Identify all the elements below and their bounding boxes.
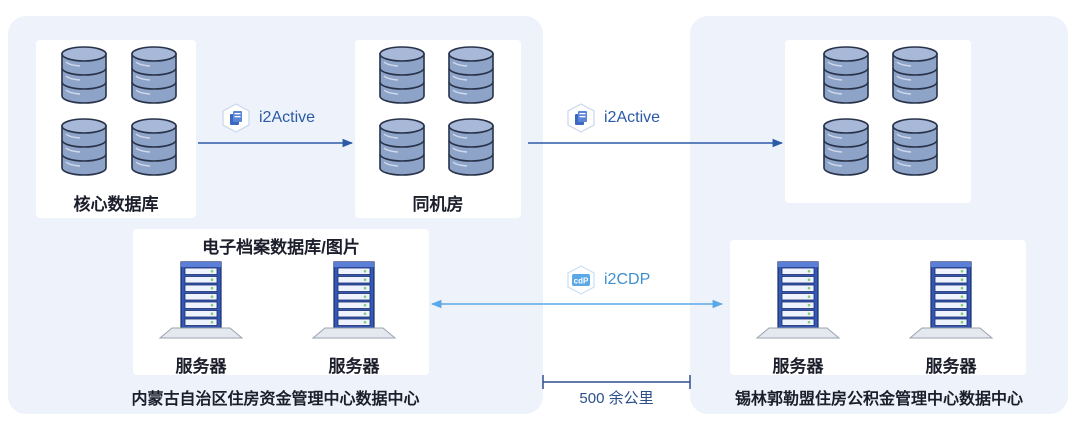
database-icon — [130, 118, 178, 176]
database-icon — [130, 46, 178, 104]
distance-bracket — [542, 375, 691, 389]
i2active-logo-icon — [222, 103, 250, 133]
database-icon — [891, 46, 939, 104]
same-room-to-remote-link-label: i2Active — [566, 103, 660, 133]
archive-label: 电子档案数据库/图片 — [202, 238, 360, 257]
right-region-title: 锡林郭勒盟住房公积金管理中心数据中心 — [734, 391, 1023, 408]
svg-text:cdP: cdP — [574, 277, 589, 286]
database-icon — [822, 118, 870, 176]
server-rack-icon — [908, 260, 994, 342]
link-name: i2Active — [259, 109, 316, 126]
server-rack-icon — [755, 260, 841, 342]
file-sync-link-label: cdP i2CDP — [566, 265, 650, 295]
database-icon — [447, 118, 495, 176]
database-icon — [60, 118, 108, 176]
left-region-title: 内蒙古自治区住房资金管理中心数据中心 — [131, 391, 420, 408]
server-rack-icon — [311, 260, 397, 342]
server-label: 服务器 — [175, 357, 227, 376]
database-icon — [378, 118, 426, 176]
database-icon — [378, 46, 426, 104]
distance-label: 500 余公里 — [579, 390, 654, 407]
core-to-same-room-link-label: i2Active — [221, 103, 315, 133]
link-name: i2CDP — [604, 271, 651, 288]
i2active-logo-icon — [567, 103, 595, 133]
remote-db-card — [785, 40, 971, 203]
i2cdp-logo-icon: cdP — [567, 265, 595, 295]
server-label: 服务器 — [772, 357, 824, 376]
core-db-label: 核心数据库 — [73, 195, 159, 214]
database-icon — [891, 118, 939, 176]
server-rack-icon — [158, 260, 244, 342]
database-icon — [447, 46, 495, 104]
database-icon — [60, 46, 108, 104]
link-name: i2Active — [604, 109, 661, 126]
same-room-label: 同机房 — [412, 195, 464, 214]
server-label: 服务器 — [925, 357, 977, 376]
server-label: 服务器 — [328, 357, 380, 376]
database-icon — [822, 46, 870, 104]
